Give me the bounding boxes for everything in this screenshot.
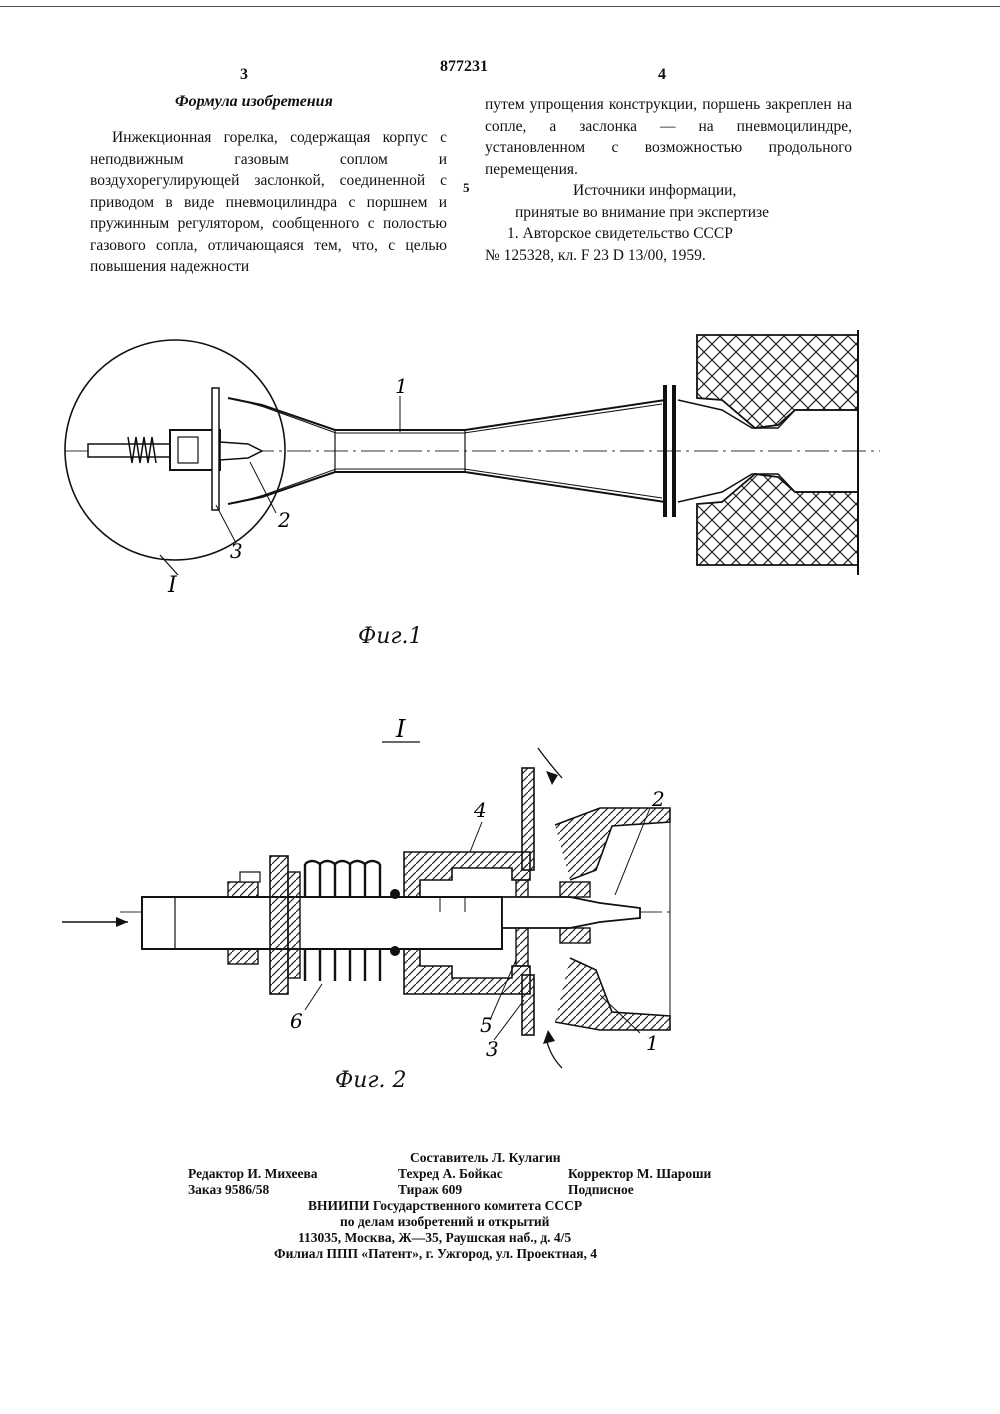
imprint-subscription: Подписное — [568, 1182, 634, 1197]
gas-nozzle — [501, 896, 641, 929]
detail-circle — [64, 339, 286, 561]
top-rule — [0, 6, 1000, 7]
sources-title-2: принятые во внимание при экспертизе — [515, 203, 770, 221]
imprint-branch: Филиал ППП «Патент», г. Ужгород, ул. Про… — [274, 1246, 598, 1261]
sources-title-1: Источники информации, — [573, 182, 737, 199]
page-number-right: 4 — [658, 66, 666, 83]
refractory-block — [696, 334, 859, 429]
fig2-detail-title: I — [395, 715, 406, 743]
fig2-label-damper: 3 — [486, 1037, 499, 1061]
fig2-label-piston: 5 — [480, 1013, 493, 1037]
imprint-dept: по делам изобретений и открытий — [340, 1214, 550, 1229]
fig2-label-spring: 6 — [290, 1009, 303, 1033]
imprint-org: ВНИИПИ Государственного комитета СССР — [308, 1198, 583, 1213]
fig1-label-detail: I — [167, 573, 178, 598]
claims-paragraph-right: путем упрощения конструкции, поршень зак… — [485, 96, 852, 178]
fig1-caption: Фиг.1 — [358, 624, 423, 649]
sources-item-1-cont: № 125328, кл. F 23 D 13/00, 1959. — [485, 246, 706, 264]
air-damper — [521, 767, 535, 871]
claims-paragraph-left: Инжекционная горелка, содержащая корпус … — [90, 129, 447, 275]
burner-body — [554, 807, 671, 881]
fig1-label-body: 1 — [395, 374, 408, 398]
sources-item-1: 1. Авторское свидетельство СССР — [507, 225, 733, 242]
pneumatic-cylinder — [403, 851, 531, 898]
page-number-left: 3 — [240, 66, 248, 83]
line-marker: 5 — [463, 180, 470, 195]
claims-text-left: Инжекционная горелка, содержащая корпус … — [90, 127, 447, 278]
patent-number: 877231 — [440, 58, 488, 75]
fig2-caption: Фиг. 2 — [335, 1068, 407, 1093]
fig1-label-damper: 3 — [230, 539, 243, 563]
fig1-label-nozzle: 2 — [277, 508, 291, 532]
figure-2-drawing: I 4 2 6 5 3 1 — [62, 715, 671, 1069]
claims-title: Формула изобретения — [175, 93, 333, 110]
sources-block: Источники информации, принятые во вниман… — [485, 180, 852, 266]
imprint-compiler: Составитель Л. Кулагин — [410, 1150, 561, 1165]
figure-1-drawing: 1 2 3 I — [64, 330, 880, 598]
fig2-label-cylinder: 4 — [473, 798, 487, 822]
imprint-tech-editor: Техред А. Бойкас — [398, 1166, 503, 1181]
air-arrow-top — [537, 747, 563, 779]
imprint-proofreader: Корректор М. Шароши — [568, 1166, 712, 1181]
imprint-editor: Редактор И. Михеева — [188, 1166, 318, 1181]
spring — [303, 859, 382, 981]
fig2-label-body: 1 — [646, 1031, 659, 1055]
claims-text-right: путем упрощения конструкции, поршень зак… — [485, 94, 852, 180]
fig2-label-nozzle: 2 — [651, 787, 665, 811]
imprint-order: Заказ 9586/58 — [188, 1182, 270, 1197]
imprint-circulation: Тираж 609 — [398, 1182, 463, 1197]
imprint-address: 113035, Москва, Ж—35, Раушская наб., д. … — [298, 1230, 572, 1245]
